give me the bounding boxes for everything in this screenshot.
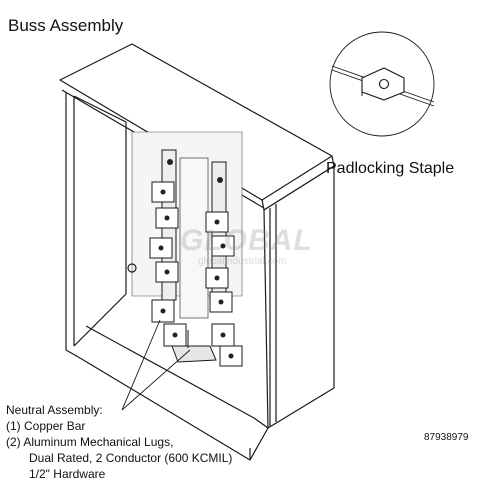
watermark-logo: GLOBAL — [180, 224, 313, 257]
neutral-assembly-callout: Neutral Assembly: (1) Copper Bar (2) Alu… — [6, 402, 232, 482]
padlock-detail — [329, 31, 435, 137]
neutral-leader-lines — [121, 319, 191, 411]
neutral-item: Dual Rated, 2 Conductor (600 KCMIL) — [29, 451, 233, 465]
enclosure-left-wall — [65, 92, 81, 359]
part-number: 87938979 — [424, 432, 469, 443]
neutral-item: (2) Aluminum Mechanical Lugs, — [6, 435, 174, 449]
neutral-item: 1/2" Hardware — [29, 467, 106, 481]
neutral-item: (1) Copper Bar — [6, 419, 86, 433]
lug-bolts — [158, 159, 234, 359]
neutral-assembly-heading: Neutral Assembly: — [6, 403, 103, 417]
padlock-staple-label: Padlocking Staple — [326, 160, 455, 177]
diagram-title: Buss Assembly — [8, 16, 124, 35]
watermark-url: globalindustrial.com — [198, 256, 287, 267]
enclosure-door — [263, 165, 335, 429]
knockout — [127, 263, 137, 273]
